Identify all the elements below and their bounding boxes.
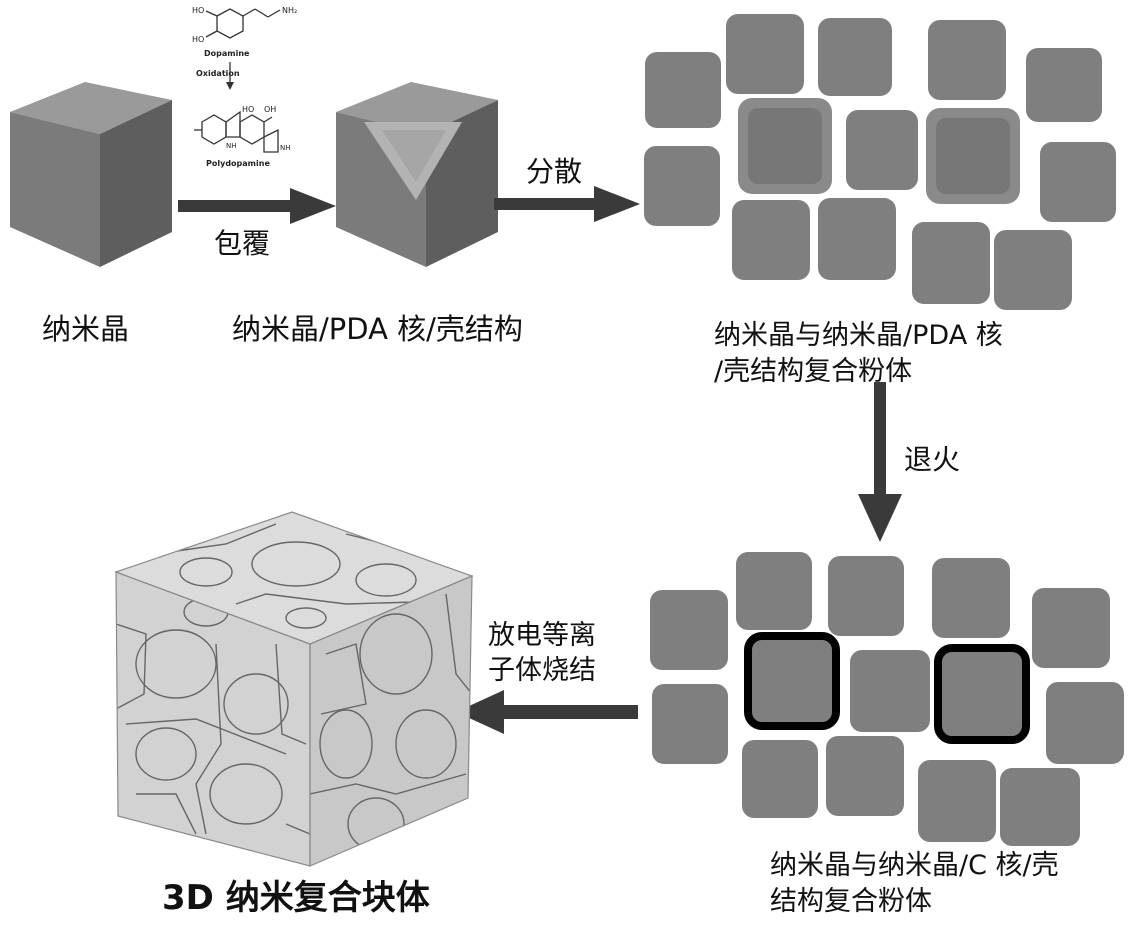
particle — [912, 222, 990, 304]
coating-arrow — [178, 188, 336, 224]
particle — [826, 736, 904, 816]
dopamine-polymerization-scheme: HO HO NH₂ Dopamine Oxidation HO OH NH NH… — [192, 6, 297, 168]
chem-nh-left: NH — [226, 142, 237, 150]
particle — [918, 760, 996, 842]
carbon-shell-particle — [744, 632, 840, 730]
core-shell-label-text: 纳米晶/PDA 核/壳结构 — [232, 312, 523, 346]
coating-step-label: 包覆 — [214, 227, 271, 260]
composite-c-label: 纳米晶与纳米晶/C 核/壳 结构复合粉体 — [770, 848, 1059, 919]
particle — [1040, 142, 1116, 222]
particle — [726, 14, 804, 94]
particle — [652, 684, 728, 764]
particle — [818, 198, 896, 280]
particle — [1000, 768, 1080, 846]
particle — [828, 556, 904, 636]
bulk-nanocomposite-label: 3D 纳米复合块体 — [162, 878, 430, 918]
chem-ho-bottom: HO — [192, 35, 204, 44]
particle — [932, 558, 1010, 638]
particle — [994, 230, 1072, 310]
chem-ho-pda: HO — [242, 105, 254, 114]
particle — [736, 552, 812, 630]
sps-arrow — [456, 690, 638, 734]
chem-nh-right: NH — [280, 144, 291, 152]
nanocrystal-label: 纳米晶 — [42, 312, 130, 346]
particle — [644, 146, 720, 226]
composite-powder-pda — [644, 14, 1116, 310]
chem-oxidation-label: Oxidation — [196, 69, 240, 78]
core-shell-label: 纳米晶/PDA 核/壳结构 — [232, 310, 523, 348]
particle — [928, 20, 1006, 100]
chem-polydopamine-label: Polydopamine — [206, 159, 270, 168]
particle — [742, 740, 818, 818]
annealing-step-label: 退火 — [904, 443, 961, 476]
particle — [650, 590, 728, 670]
chem-oh-pda: OH — [264, 105, 276, 114]
particle — [732, 200, 810, 280]
composite-pda-label-line2: /壳结构复合粉体 — [714, 355, 913, 387]
composite-c-label-line2: 结构复合粉体 — [770, 885, 932, 917]
nanocrystal-cube — [10, 82, 172, 267]
sps-step-label: 放电等离 子体烧结 — [488, 618, 596, 688]
dispersion-arrow — [494, 186, 640, 222]
particle — [850, 650, 930, 732]
bulk-nanocomposite-cube — [114, 511, 474, 867]
particle — [1026, 48, 1102, 122]
composite-pda-label: 纳米晶与纳米晶/PDA 核 /壳结构复合粉体 — [714, 318, 1003, 389]
particle — [846, 110, 918, 190]
sps-step-label-line2: 子体烧结 — [488, 655, 596, 687]
chem-dopamine-label: Dopamine — [204, 49, 250, 58]
dispersion-step-label: 分散 — [526, 155, 583, 188]
composite-powder-carbon — [650, 552, 1124, 846]
core-shell-cube — [336, 82, 498, 267]
composite-pda-label-line1: 纳米晶与纳米晶/PDA 核 — [714, 320, 1003, 351]
carbon-shell-particle — [934, 644, 1030, 744]
chem-ho-top: HO — [192, 6, 204, 15]
particle — [1032, 588, 1110, 668]
particle — [1046, 682, 1124, 764]
chem-nh2: NH₂ — [282, 6, 297, 15]
sps-step-label-line1: 放电等离 — [488, 620, 596, 651]
particle — [818, 18, 892, 96]
composite-c-label-line1: 纳米晶与纳米晶/C 核/壳 — [770, 850, 1059, 881]
particle — [645, 52, 721, 128]
annealing-arrow — [858, 382, 902, 542]
